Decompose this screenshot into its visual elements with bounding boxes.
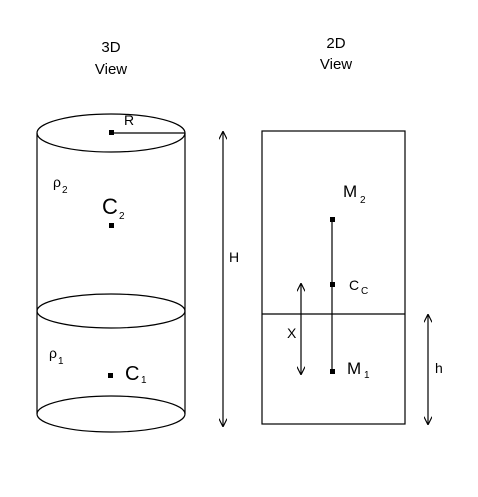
- mass-lower-subscript: 1: [364, 370, 370, 381]
- mass-upper-symbol: M: [343, 182, 357, 201]
- mass-lower-point: [330, 369, 335, 374]
- right-view-title-line2: View: [320, 56, 352, 73]
- height-label: H: [229, 249, 239, 265]
- centroid-upper-symbol: C: [102, 194, 118, 219]
- centroid-lower-subscript: 1: [141, 375, 147, 386]
- combined-center-point: [330, 282, 335, 287]
- left-view-title-line2: View: [95, 61, 127, 78]
- centroid-upper-point: [109, 223, 114, 228]
- interface-height-label: h: [435, 360, 443, 376]
- density-lower-symbol: ρ: [49, 345, 57, 361]
- combined-center-symbol: C: [349, 277, 359, 293]
- mass-upper-point: [330, 217, 335, 222]
- density-upper-subscript: 2: [62, 185, 68, 196]
- density-lower-subscript: 1: [58, 356, 64, 367]
- distance-x-label: X: [287, 325, 297, 341]
- right-view-title-line1: 2D: [326, 35, 345, 52]
- combined-center-subscript: C: [361, 286, 368, 297]
- cylinder-interface-ellipse: [36, 293, 186, 329]
- centroid-lower-symbol: C: [125, 363, 139, 385]
- centroid-lower-point: [108, 373, 113, 378]
- mass-upper-subscript: 2: [360, 195, 366, 206]
- left-view-title-line1: 3D: [101, 39, 120, 56]
- density-upper-symbol: ρ: [53, 174, 61, 190]
- centroid-upper-subscript: 2: [119, 211, 125, 222]
- mass-lower-symbol: M: [347, 359, 361, 378]
- cylinder-bottom-ellipse: [36, 395, 186, 433]
- section-rectangle: [261, 130, 406, 425]
- radius-label: R: [124, 112, 134, 128]
